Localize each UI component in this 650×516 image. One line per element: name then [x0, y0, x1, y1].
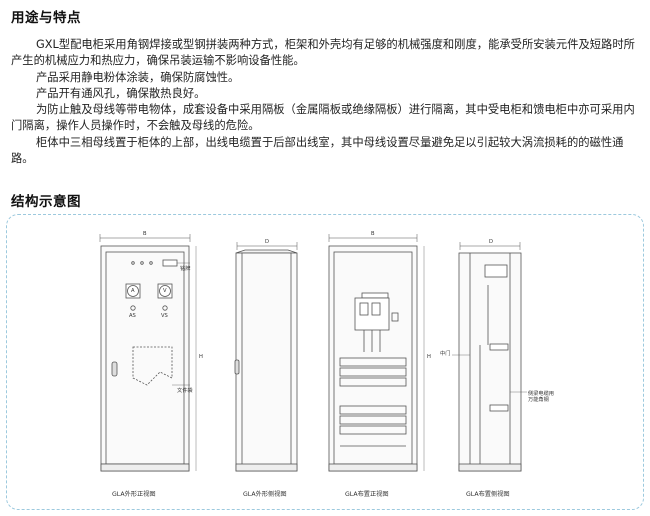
caption-layout-side: GLA布置侧视图 [466, 491, 510, 498]
caption-front-view: GLA外形正视图 [112, 491, 156, 498]
dim-d-layout-side: D [489, 239, 493, 245]
diagram-frame [6, 214, 644, 510]
layout-side-view [452, 242, 527, 472]
document-box-label: 文件袋 [177, 388, 193, 394]
paragraph-5: 柜体中三相母线置于柜体的上部，出线电缆置于后部出线室，其中母线设置尽量避免足以引… [11, 136, 624, 166]
meter-a: A [131, 288, 135, 294]
front-view [99, 234, 197, 472]
dim-h-layout: H [427, 354, 431, 360]
side-cable-label: 侧梁电缆用 万能角钢 [528, 391, 554, 403]
section-title-structure: 结构示意图 [11, 194, 81, 210]
paragraph-1: GXL型配电柜采用角钢焊接或型钢拼装两种方式，柜架和外壳均有足够的机械强度和刚度… [11, 38, 635, 68]
caption-layout-front: GLA布置正视图 [345, 491, 389, 498]
layout-front-view [328, 234, 425, 472]
paragraph-2: 产品采用静电粉体涂装，确保防腐蚀性。 [36, 71, 240, 84]
meter-label-as: AS [129, 313, 136, 319]
side-view [234, 242, 298, 472]
dim-h-front: H [199, 354, 203, 360]
paragraph-3: 产品开有通风孔，确保散热良好。 [36, 87, 206, 100]
dim-b-layout: B [371, 231, 375, 237]
nameplate-label: 铭牌 [180, 266, 191, 272]
meter-v: V [163, 288, 167, 294]
inner-door-label: 中门 [440, 351, 451, 357]
meter-label-vs: VS [161, 313, 168, 319]
section-title-features: 用途与特点 [11, 10, 81, 26]
paragraph-4: 为防止触及母线等带电物体，成套设备中采用隔板（金属隔板或绝缘隔板）进行隔离，其中… [11, 103, 635, 133]
caption-side-view: GLA外形侧视图 [243, 491, 287, 498]
dim-d-side: D [265, 239, 269, 245]
dim-b-front: B [143, 231, 147, 237]
